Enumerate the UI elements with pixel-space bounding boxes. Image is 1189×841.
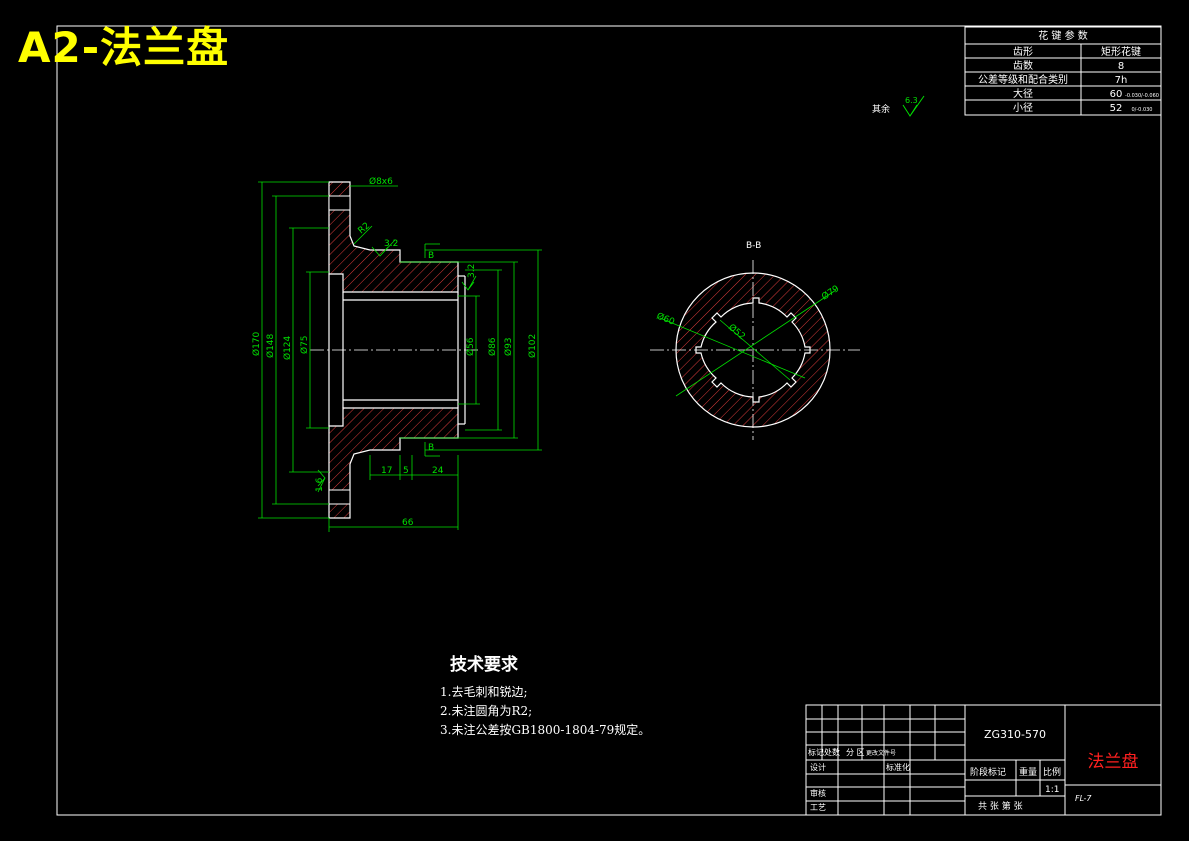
section-mark-b-bottom: B <box>428 443 434 453</box>
label-standardize: 标准化 <box>886 762 910 772</box>
spline-row-label: 小径 <box>1013 101 1033 114</box>
rough-1-6: 1.6 <box>315 477 325 492</box>
label-design: 设计 <box>810 762 826 772</box>
label-process: 工艺 <box>810 803 826 812</box>
label-revision: 标记 <box>808 747 824 757</box>
label-stage: 阶段标记 <box>970 766 1006 778</box>
bb-section-view: B-B Ø79 Ø60 Ø52 <box>650 241 860 440</box>
dim-w24: 24 <box>432 466 444 476</box>
flange-section-view: Ø170 Ø148 Ø124 Ø75 Ø56 Ø86 Ø93 Ø102 Ø8x6… <box>251 176 542 532</box>
spline-row-value: 52 <box>1110 103 1123 114</box>
roughness-note-value: 6.3 <box>905 96 918 105</box>
dim-w17: 17 <box>381 466 392 476</box>
label-weight: 重量 <box>1019 766 1037 778</box>
drawing-number: ZG310-570 <box>984 728 1046 741</box>
dim-d93: Ø93 <box>503 337 514 356</box>
label-change-doc: 更改文件号 <box>866 749 896 757</box>
dim-r2: R2 <box>357 221 373 236</box>
tech-requirement-item: 1.去毛刺和锐边; <box>440 685 528 699</box>
spline-row-value: 60 <box>1110 89 1123 100</box>
dim-d102: Ø102 <box>527 334 538 358</box>
spline-row-label: 齿形 <box>1013 46 1033 58</box>
title-block <box>805 704 1162 816</box>
spline-row-value: 矩形花键 <box>1101 45 1141 58</box>
dim-d86: Ø86 <box>487 337 498 356</box>
sheet-title: A2-法兰盘 <box>18 23 230 72</box>
spline-row-label: 公差等级和配合类别 <box>978 73 1068 86</box>
dim-d60: Ø60 <box>655 311 677 328</box>
section-label: B-B <box>746 241 761 251</box>
tech-requirement-item: 2.未注圆角为R2; <box>440 704 533 718</box>
dim-d79: Ø79 <box>820 283 842 302</box>
dim-holes: Ø8x6 <box>369 176 393 187</box>
label-count: 处数 <box>824 747 840 757</box>
dim-w66: 66 <box>402 518 414 528</box>
spline-row-label: 齿数 <box>1013 59 1033 72</box>
label-scale: 比例 <box>1043 766 1061 778</box>
dim-d124: Ø124 <box>282 335 293 360</box>
label-review: 审核 <box>810 788 826 798</box>
tech-requirements-title: 技术要求 <box>450 655 518 675</box>
spline-row-label: 大径 <box>1013 87 1033 100</box>
spline-row-tol: -0.030/-0.060 <box>1125 93 1159 99</box>
spline-table-header: 花 键 参 数 <box>1038 29 1088 42</box>
part-name: 法兰盘 <box>1088 752 1139 772</box>
section-mark-b-top: B <box>428 251 434 261</box>
dim-d148: Ø148 <box>265 333 276 358</box>
label-sheets: 共 张 第 张 <box>978 800 1023 812</box>
sheet-border <box>56 25 1162 816</box>
tech-requirement-item: 3.未注公差按GB1800-1804-79规定。 <box>440 723 651 737</box>
dim-w5: 5 <box>403 466 409 476</box>
spline-row-tol: 0/-0.030 <box>1132 107 1153 113</box>
spline-table <box>964 26 1162 116</box>
rough-3-2: 3.2 <box>384 239 398 249</box>
dim-d56: Ø56 <box>465 337 476 356</box>
roughness-note-text: 其余 <box>872 103 890 115</box>
spline-row-value: 8 <box>1118 61 1124 72</box>
drawing-code: FL-7 <box>1075 794 1092 803</box>
label-zone: 分 区 <box>846 748 865 757</box>
spline-row-value: 7h <box>1115 75 1128 86</box>
dim-d170: Ø170 <box>251 331 262 356</box>
dim-d75: Ø75 <box>299 335 310 354</box>
dim-d52: Ø52 <box>726 322 747 342</box>
roughness-symbol-icon <box>902 95 925 117</box>
scale-value: 1:1 <box>1045 785 1059 795</box>
rough-3-2-b: 3.2 <box>467 264 477 278</box>
